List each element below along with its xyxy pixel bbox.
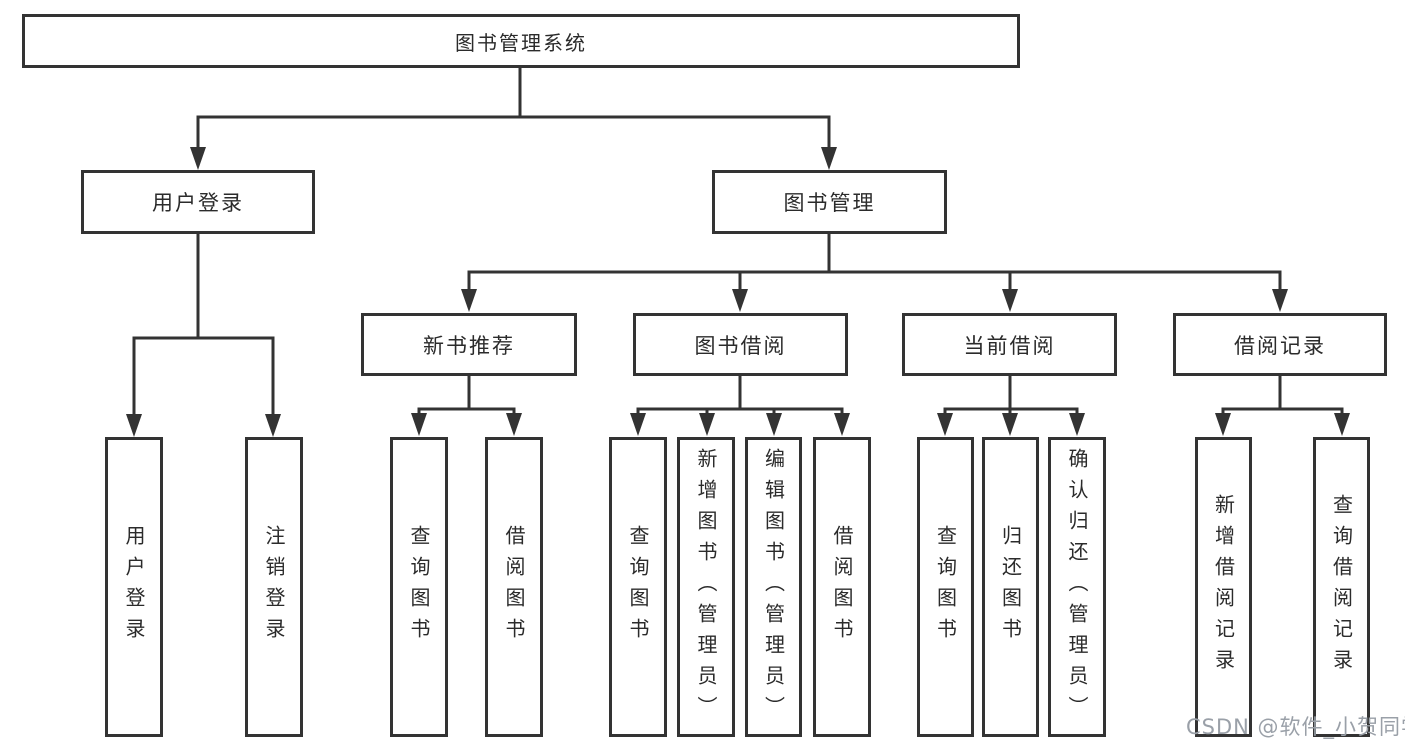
leaf-query-books-borrowing: 查询图书 — [609, 437, 667, 737]
leaf-label: 查询图书 — [407, 525, 431, 649]
leaf-edit-book-admin: 编辑图书（管理员） — [745, 437, 802, 737]
node-label: 图书管理系统 — [455, 30, 587, 55]
leaf-query-books-current: 查询图书 — [917, 437, 974, 737]
leaf-user-login: 用户登录 — [105, 437, 163, 737]
leaf-label: 借阅图书 — [830, 525, 854, 649]
leaf-label: 查询图书 — [626, 525, 650, 649]
node-borrow-records: 借阅记录 — [1173, 313, 1387, 376]
csdn-watermark: CSDN @软件_小贺同学 — [1186, 715, 1405, 739]
leaf-query-borrow-record: 查询借阅记录 — [1313, 437, 1370, 737]
node-book-borrowing: 图书借阅 — [633, 313, 848, 376]
leaf-query-books-recommend: 查询图书 — [390, 437, 448, 737]
leaf-label: 归还图书 — [998, 525, 1023, 649]
leaf-label: 编辑图书（管理员） — [761, 447, 786, 727]
leaf-label: 借阅图书 — [502, 525, 526, 649]
node-label: 当前借阅 — [963, 333, 1056, 358]
leaf-borrow-books-recommend: 借阅图书 — [485, 437, 543, 737]
leaf-label: 新增借阅记录 — [1211, 494, 1236, 680]
node-new-book-recommend: 新书推荐 — [361, 313, 577, 376]
node-label: 借阅记录 — [1234, 333, 1326, 358]
leaf-label: 查询借阅记录 — [1329, 494, 1354, 680]
leaf-add-borrow-record: 新增借阅记录 — [1195, 437, 1252, 737]
leaf-borrow-books-borrowing: 借阅图书 — [813, 437, 871, 737]
node-label: 新书推荐 — [423, 333, 515, 358]
node-book-management: 图书管理 — [712, 170, 947, 234]
node-label: 用户登录 — [152, 191, 244, 215]
node-current-borrowing: 当前借阅 — [902, 313, 1117, 376]
leaf-label: 新增图书（管理员） — [694, 447, 718, 727]
leaf-label: 确认归还（管理员） — [1065, 447, 1089, 727]
node-user-login: 用户登录 — [81, 170, 315, 234]
node-label: 图书管理 — [783, 191, 876, 215]
node-library-system: 图书管理系统 — [22, 14, 1020, 68]
leaf-logout: 注销登录 — [245, 437, 303, 737]
node-label: 图书借阅 — [694, 333, 787, 358]
leaf-add-book-admin: 新增图书（管理员） — [677, 437, 735, 737]
leaf-return-books: 归还图书 — [982, 437, 1039, 737]
leaf-label: 用户登录 — [122, 525, 146, 649]
leaf-label: 查询图书 — [933, 525, 958, 649]
leaf-confirm-return-admin: 确认归还（管理员） — [1048, 437, 1106, 737]
leaf-label: 注销登录 — [262, 525, 286, 649]
